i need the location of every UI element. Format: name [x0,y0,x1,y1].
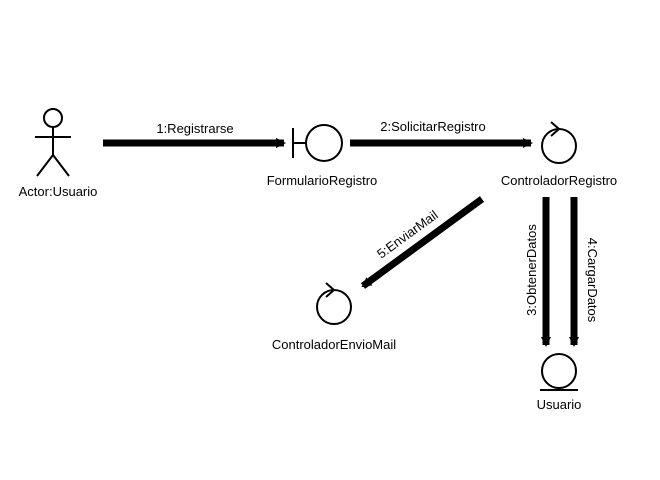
message-label: 4:CargarDatos [585,238,600,323]
object-label: ControladorRegistro [501,173,617,188]
message-label: 2:SolicitarRegistro [380,119,486,134]
message-2-solicitar-registro[interactable]: 2:SolicitarRegistro [350,119,533,148]
message-3-obtener-datos[interactable]: 3:ObtenerDatos [524,197,551,347]
boundary-icon [292,124,343,162]
message-label: 3:ObtenerDatos [524,224,539,316]
control-icon [316,282,352,325]
message-label: 1:Registrarse [156,121,233,136]
actor-label: Actor:Usuario [19,184,98,199]
object-formulario-registro[interactable]: FormularioRegistro [267,124,378,188]
object-usuario[interactable]: Usuario [537,353,582,412]
message-4-cargar-datos[interactable]: 4:CargarDatos [569,197,600,347]
message-1-registrarse[interactable]: 1:Registrarse [103,121,286,148]
object-controlador-registro[interactable]: ControladorRegistro [501,121,617,188]
control-icon [541,121,577,164]
stick-figure-actor-icon [35,108,71,177]
actor-usuario[interactable]: Actor:Usuario [19,108,98,199]
object-label: FormularioRegistro [267,173,378,188]
message-5-enviar-mail[interactable]: 5:EnviarMail [360,196,485,289]
object-controlador-envio-mail[interactable]: ControladorEnvioMail [272,282,396,352]
object-label: ControladorEnvioMail [272,337,396,352]
entity-icon [540,353,578,391]
message-arrow [360,196,485,289]
object-label: Usuario [537,397,582,412]
